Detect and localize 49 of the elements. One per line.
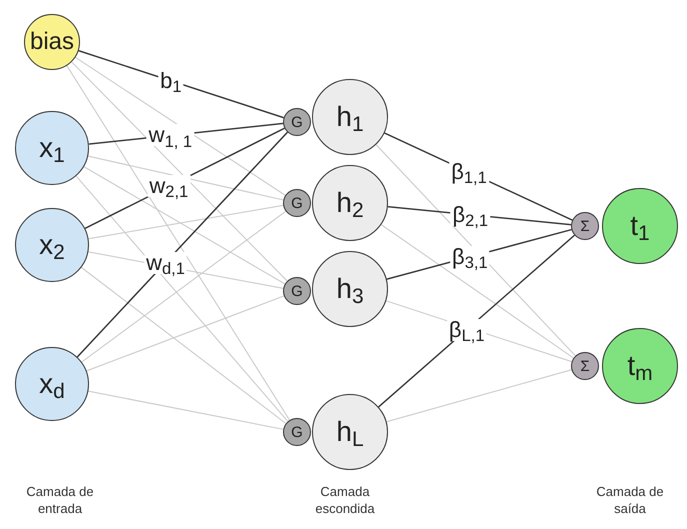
connection-line (88, 204, 284, 240)
connection-line (376, 144, 576, 356)
node-label: x$_{2}$ (39, 231, 65, 259)
node-label: h$_{L}$ (336, 418, 364, 446)
connection-line (74, 56, 286, 196)
connection-line (76, 176, 288, 422)
node-label: Σ (580, 218, 590, 234)
layer-caption: Camada escondida (314, 483, 376, 517)
node-label: G (291, 114, 303, 130)
edge-label: β$_{1,1}$ (449, 161, 489, 184)
node-label: t$_{1}$ (630, 212, 650, 240)
edge-label: w$_{d,1}$ (144, 252, 187, 274)
node-label: G (291, 284, 303, 298)
edge-label: w$_{2,1}$ (147, 175, 190, 198)
connection-line (71, 61, 288, 282)
sum-node (571, 352, 599, 380)
activation-node (283, 277, 311, 305)
activation-node (283, 418, 311, 446)
node-label: x$_{d}$ (39, 370, 65, 398)
edge-label: β$_{L,1}$ (446, 318, 487, 341)
edge-label: β$_{2,1}$ (450, 204, 490, 226)
connection-line (380, 224, 574, 359)
edge-label: β$_{3,1}$ (450, 246, 490, 268)
node-label: h$_{3}$ (336, 275, 364, 303)
node-label: h$_{1}$ (336, 103, 364, 131)
node-label: bias (30, 30, 74, 54)
connection-line (76, 132, 288, 358)
node-label: Σ (580, 358, 590, 374)
node-label: h$_{2}$ (336, 189, 364, 217)
connection-line (83, 166, 286, 284)
node-label: t$_{m}$ (627, 352, 653, 380)
activation-node (283, 108, 311, 136)
connection-line (88, 390, 284, 430)
connection-line (378, 234, 575, 408)
connection-line (81, 210, 286, 363)
node-label: G (291, 424, 303, 440)
layer-caption: Camada de entrada (25, 483, 95, 517)
connection-line (78, 50, 284, 118)
connection-line (80, 266, 286, 424)
connection-line (66, 65, 290, 421)
connection-line (88, 156, 284, 200)
node-label: x$_{1}$ (39, 134, 65, 162)
connection-line (386, 369, 572, 422)
activation-node (283, 189, 311, 217)
sum-node (571, 212, 599, 240)
connection-line (86, 295, 284, 372)
node-label: G (291, 196, 303, 210)
edge-label: b$_{1}$ (158, 70, 184, 92)
layer-caption: Camada de saída (595, 483, 665, 517)
